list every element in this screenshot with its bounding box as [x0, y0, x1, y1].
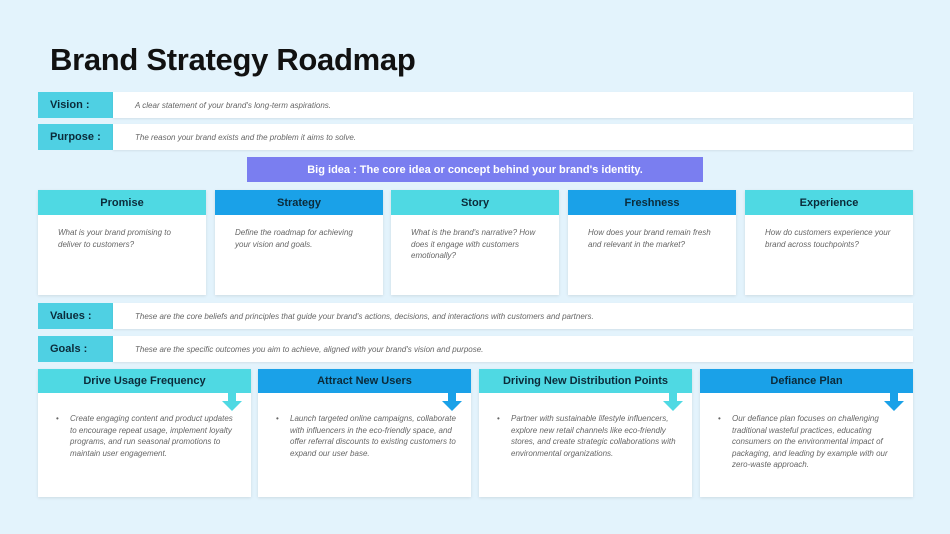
bullet: •	[718, 414, 721, 423]
big-idea-banner: Big idea : The core idea or concept behi…	[247, 157, 703, 182]
goal-body: • Create engaging content and product up…	[38, 393, 251, 459]
pillar-title: Freshness	[568, 190, 736, 215]
goal-body: • Our defiance plan focuses on challengi…	[700, 393, 913, 471]
arrow-down-icon	[663, 393, 683, 411]
bullet: •	[276, 414, 279, 423]
vision-row: Vision : A clear statement of your brand…	[38, 92, 913, 118]
goal-text: Create engaging content and product upda…	[70, 414, 233, 458]
goals-label: Goals :	[38, 336, 113, 362]
pillar-freshness: Freshness How does your brand remain fre…	[568, 190, 736, 295]
goals-text: These are the specific outcomes you aim …	[113, 336, 913, 362]
goal-text: Launch targeted online campaigns, collab…	[290, 414, 456, 458]
pillar-title: Promise	[38, 190, 206, 215]
goal-card-attract-users: Attract New Users • Launch targeted onli…	[258, 369, 471, 497]
pillar-text: How do customers experience your brand a…	[765, 228, 891, 249]
pillar-promise: Promise What is your brand promising to …	[38, 190, 206, 295]
goal-text: Our defiance plan focuses on challenging…	[732, 414, 888, 470]
pillar-text: How does your brand remain fresh and rel…	[588, 228, 711, 249]
values-row: Values : These are the core beliefs and …	[38, 303, 913, 329]
goal-body: • Launch targeted online campaigns, coll…	[258, 393, 471, 459]
goal-card-distribution: Driving New Distribution Points • Partne…	[479, 369, 692, 497]
goal-card-defiance: Defiance Plan • Our defiance plan focuse…	[700, 369, 913, 497]
goal-text: Partner with sustainable lifestyle influ…	[511, 414, 676, 458]
pillar-text: What is the brand's narrative? How does …	[411, 228, 536, 260]
arrow-down-icon	[884, 393, 904, 411]
goals-row: Goals : These are the specific outcomes …	[38, 336, 913, 362]
purpose-label: Purpose :	[38, 124, 113, 150]
vision-label: Vision :	[38, 92, 113, 118]
goal-title: Attract New Users	[258, 369, 471, 393]
purpose-text: The reason your brand exists and the pro…	[113, 124, 913, 150]
pillar-story: Story What is the brand's narrative? How…	[391, 190, 559, 295]
bullet: •	[497, 414, 500, 423]
bullet: •	[56, 414, 59, 423]
goal-card-drive-usage: Drive Usage Frequency • Create engaging …	[38, 369, 251, 497]
pillar-title: Experience	[745, 190, 913, 215]
page-title: Brand Strategy Roadmap	[50, 42, 416, 77]
pillar-text: What is your brand promising to deliver …	[58, 228, 171, 249]
goal-title: Defiance Plan	[700, 369, 913, 393]
arrow-down-icon	[222, 393, 242, 411]
values-text: These are the core beliefs and principle…	[113, 303, 913, 329]
pillar-title: Story	[391, 190, 559, 215]
goal-body: • Partner with sustainable lifestyle inf…	[479, 393, 692, 459]
pillar-text: Define the roadmap for achieving your vi…	[235, 228, 353, 249]
goal-title: Driving New Distribution Points	[479, 369, 692, 393]
values-label: Values :	[38, 303, 113, 329]
pillar-experience: Experience How do customers experience y…	[745, 190, 913, 295]
pillar-title: Strategy	[215, 190, 383, 215]
vision-text: A clear statement of your brand's long-t…	[113, 92, 913, 118]
purpose-row: Purpose : The reason your brand exists a…	[38, 124, 913, 150]
pillar-strategy: Strategy Define the roadmap for achievin…	[215, 190, 383, 295]
arrow-down-icon	[442, 393, 462, 411]
goal-title: Drive Usage Frequency	[38, 369, 251, 393]
